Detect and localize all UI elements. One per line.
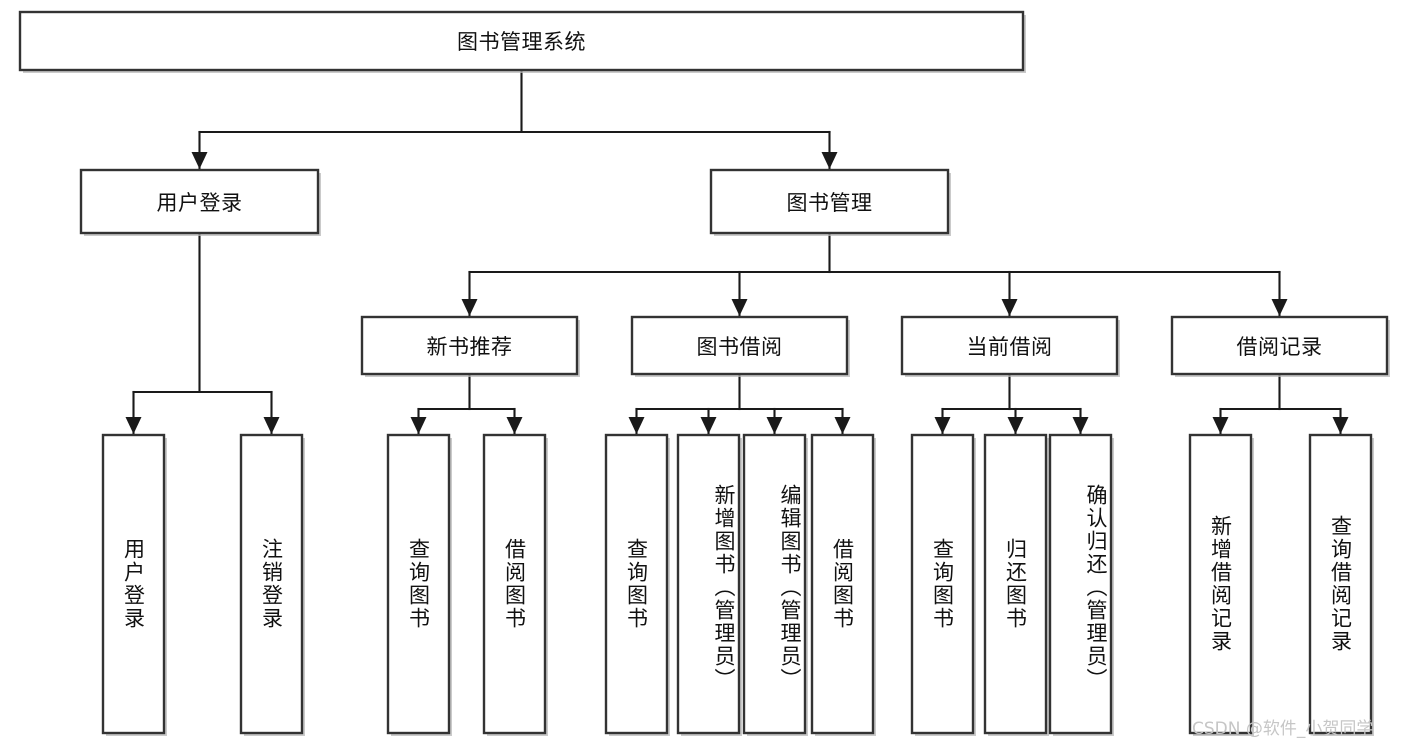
- node-box-leaf-logout-login[interactable]: [239, 433, 304, 735]
- arrow-head-icon: [834, 417, 851, 434]
- node-box-leaf-query-book-borrow[interactable]: [604, 433, 669, 735]
- arrow-head-icon: [461, 299, 478, 316]
- node-new-book-recommend[interactable]: [362, 317, 577, 374]
- node-box-leaf-edit-book-admin[interactable]: [742, 433, 807, 735]
- node-leaf-edit-book-admin[interactable]: [744, 435, 805, 733]
- arrow-head-icon: [1332, 417, 1349, 434]
- node-leaf-query-borrow-record[interactable]: [1310, 435, 1371, 733]
- node-leaf-add-borrow-record[interactable]: [1190, 435, 1251, 733]
- node-box-leaf-query-book-recommend[interactable]: [386, 433, 451, 735]
- node-user-login[interactable]: [81, 170, 318, 233]
- arrow-head-icon: [506, 417, 523, 434]
- node-box-leaf-borrow-book-recommend[interactable]: [482, 433, 547, 735]
- node-box-leaf-add-borrow-record[interactable]: [1188, 433, 1253, 735]
- node-leaf-borrow-book-recommend[interactable]: [484, 435, 545, 733]
- node-box-book-management[interactable]: [709, 168, 950, 235]
- arrow-head-icon: [1001, 299, 1018, 316]
- node-box-leaf-add-book-admin[interactable]: [676, 433, 741, 735]
- arrow-head-icon: [700, 417, 717, 434]
- node-box-leaf-confirm-return-admin[interactable]: [1048, 433, 1113, 735]
- node-box-leaf-query-book-current[interactable]: [910, 433, 975, 735]
- node-leaf-return-book[interactable]: [985, 435, 1046, 733]
- arrow-head-icon: [191, 152, 208, 169]
- arrow-head-icon: [1007, 417, 1024, 434]
- node-box-user-login[interactable]: [79, 168, 320, 235]
- node-box-leaf-return-book[interactable]: [983, 433, 1048, 735]
- arrow-head-icon: [731, 299, 748, 316]
- arrow-head-icon: [766, 417, 783, 434]
- node-book-borrow[interactable]: [632, 317, 847, 374]
- node-leaf-query-book-recommend[interactable]: [388, 435, 449, 733]
- arrow-head-icon: [125, 417, 142, 434]
- node-book-management[interactable]: [711, 170, 948, 233]
- node-leaf-user-login[interactable]: [103, 435, 164, 733]
- watermark-text: CSDN @软件_小贺同学: [1192, 719, 1374, 739]
- arrow-head-icon: [821, 152, 838, 169]
- node-box-leaf-user-login[interactable]: [101, 433, 166, 735]
- arrow-head-icon: [628, 417, 645, 434]
- node-leaf-borrow-book-borrow[interactable]: [812, 435, 873, 733]
- node-leaf-add-book-admin[interactable]: [678, 435, 739, 733]
- node-box-leaf-borrow-book-borrow[interactable]: [810, 433, 875, 735]
- node-box-layer: [18, 10, 1390, 736]
- node-box-current-borrow[interactable]: [900, 315, 1119, 376]
- node-box-book-borrow[interactable]: [630, 315, 849, 376]
- node-leaf-confirm-return-admin[interactable]: [1050, 435, 1111, 733]
- arrow-head-icon: [934, 417, 951, 434]
- arrow-head-icon: [410, 417, 427, 434]
- node-box-new-book-recommend[interactable]: [360, 315, 579, 376]
- node-leaf-logout-login[interactable]: [241, 435, 302, 733]
- node-box-borrow-record[interactable]: [1170, 315, 1389, 376]
- connector-layer: [125, 68, 1349, 436]
- node-root[interactable]: [20, 12, 1023, 70]
- arrow-head-icon: [1212, 417, 1229, 434]
- arrow-head-icon: [263, 417, 280, 434]
- arrow-head-icon: [1271, 299, 1288, 316]
- node-borrow-record[interactable]: [1172, 317, 1387, 374]
- arrow-head-icon: [1072, 417, 1089, 434]
- node-box-root[interactable]: [18, 10, 1025, 72]
- node-leaf-query-book-borrow[interactable]: [606, 435, 667, 733]
- node-leaf-query-book-current[interactable]: [912, 435, 973, 733]
- node-current-borrow[interactable]: [902, 317, 1117, 374]
- node-box-leaf-query-borrow-record[interactable]: [1308, 433, 1373, 735]
